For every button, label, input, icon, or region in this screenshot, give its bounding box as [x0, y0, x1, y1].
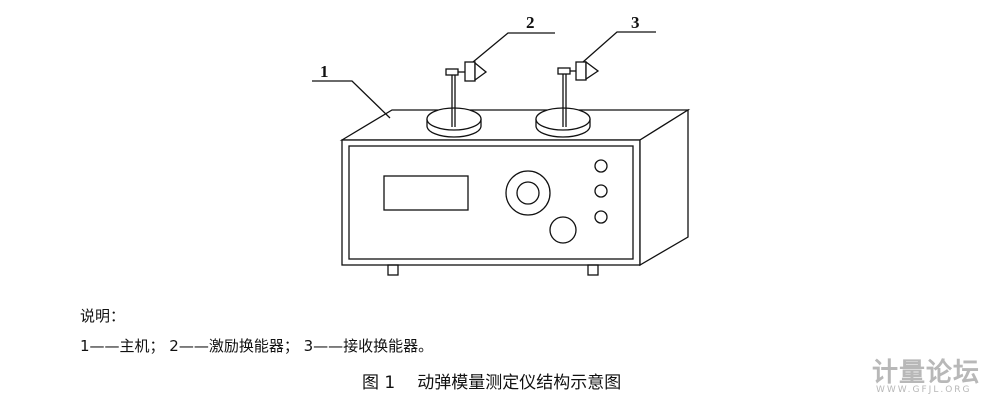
front-panel: [348, 145, 634, 260]
label-1: 1: [320, 62, 329, 81]
label-3: 3: [631, 13, 640, 32]
indicator-button-1: [594, 159, 608, 173]
box-top-face: [339, 109, 691, 141]
watermark-logo: 计量论坛: [872, 358, 981, 388]
foot-right: [587, 264, 599, 276]
figure-number: 图 1: [362, 373, 396, 393]
transducer-2: [445, 61, 488, 82]
figure-caption: 图 1 动弹模量测定仪结构示意图: [362, 368, 621, 393]
watermark-url: WWW.GFJL.ORG: [876, 385, 972, 395]
small-knob: [549, 216, 577, 244]
box-front-face: [341, 139, 641, 266]
leader-1: [312, 80, 391, 119]
label-2: 2: [526, 13, 535, 32]
main-knob: [505, 170, 551, 216]
box-right-face: [639, 108, 689, 267]
foot-left: [387, 264, 399, 276]
leader-3: [582, 31, 656, 63]
figure-title: 动弹模量测定仪结构示意图: [417, 373, 622, 393]
notes-title: 说明：: [80, 307, 126, 325]
indicator-button-3: [594, 210, 608, 224]
indicator-button-2: [594, 184, 608, 198]
leader-2: [472, 32, 555, 63]
notes-legend: 1——主机； 2——激励换能器； 3——接收换能器。: [80, 337, 434, 355]
main-knob-inner: [516, 181, 540, 205]
display-window: [383, 175, 469, 211]
transducer-3: [557, 60, 600, 81]
